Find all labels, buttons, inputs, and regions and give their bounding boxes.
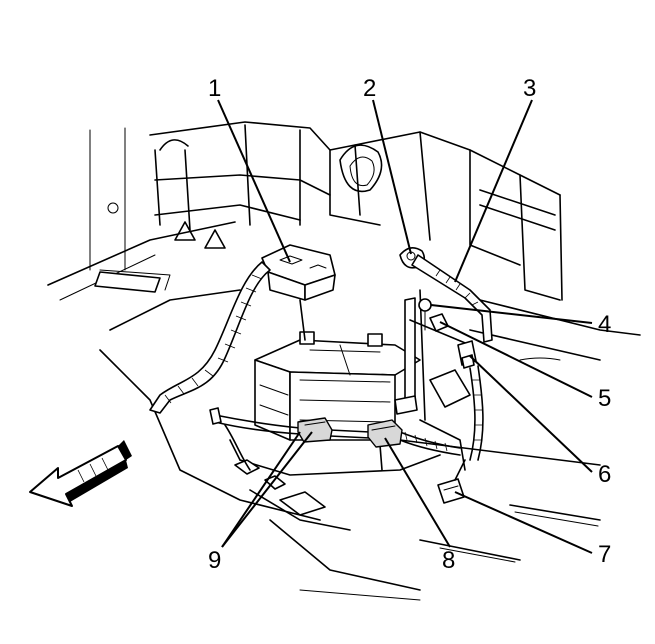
callout-2: 2 — [363, 75, 376, 102]
connector-9 — [297, 417, 333, 443]
leader-2 — [372, 99, 412, 255]
leader-7 — [454, 491, 593, 554]
callout-9: 9 — [208, 547, 221, 574]
wiring-harness-center — [329, 429, 461, 471]
leader-9a — [221, 431, 313, 548]
direction-arrow-icon — [29, 440, 132, 507]
wiring-harness-left — [149, 261, 301, 471]
callout-6: 6 — [598, 461, 611, 488]
connector-6 — [457, 340, 484, 461]
leader-1 — [217, 99, 291, 263]
leader-8 — [384, 437, 451, 548]
callout-3: 3 — [523, 75, 536, 102]
battery — [229, 331, 441, 516]
leader-lines — [217, 99, 593, 554]
battery-hold-down — [394, 289, 471, 471]
callout-7: 7 — [598, 541, 611, 568]
battery-cable — [411, 254, 493, 343]
callout-labels: 1 2 3 4 5 6 7 8 9 — [208, 75, 611, 574]
leader-3 — [454, 99, 533, 283]
leader-4 — [430, 304, 593, 324]
callout-4: 4 — [598, 311, 611, 338]
fuse-block-bracket — [261, 244, 336, 341]
callout-8: 8 — [442, 547, 455, 574]
callout-5: 5 — [598, 385, 611, 412]
leader-5 — [439, 321, 593, 398]
connector-7 — [437, 459, 466, 504]
leader-9b — [221, 431, 301, 548]
callout-1: 1 — [208, 75, 221, 102]
clip — [409, 313, 471, 346]
connector-8 — [367, 419, 403, 448]
leader-6 — [469, 355, 593, 473]
